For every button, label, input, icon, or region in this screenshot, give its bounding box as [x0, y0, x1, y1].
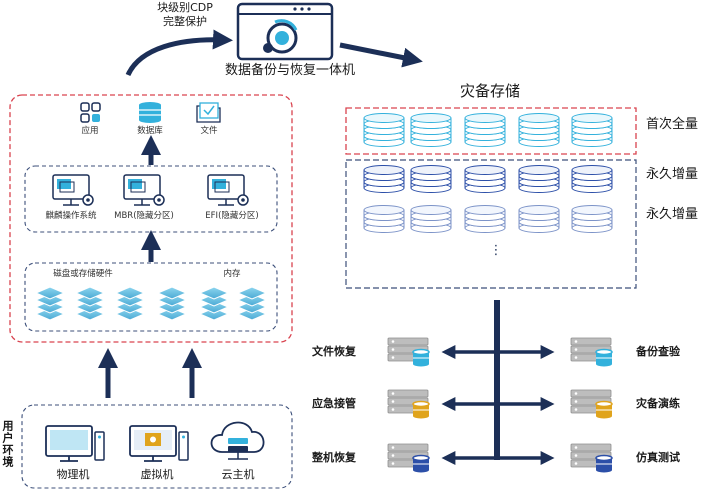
database-icon: [139, 102, 161, 123]
storage-hardware-label: 磁盘或存储硬件: [53, 269, 113, 279]
user-env-label: 用户环境: [1, 420, 14, 468]
mbr-partition-icon: [123, 174, 165, 206]
appliance-label: 数据备份与恢复一体机: [224, 63, 356, 78]
cdp-label-line1: 块级别CDP: [157, 1, 213, 14]
storage-cylinder-icon: [464, 113, 506, 147]
storage-cylinder-icon: [363, 205, 405, 233]
app-label: 应用: [81, 126, 99, 136]
kylin-os-icon: [52, 174, 94, 206]
incremental-label-2: 永久增量: [646, 207, 699, 222]
server-db-icon: [387, 389, 430, 419]
cdp-label-line2: 完整保护: [163, 15, 207, 28]
incremental-label-1: 永久增量: [646, 167, 699, 182]
app-grid-icon: [80, 102, 101, 123]
cloud-host-label: 云主机: [221, 468, 255, 481]
source-env-frame: [9, 94, 293, 343]
server-db-icon: [570, 389, 613, 419]
storage-cylinder-icon: [363, 165, 405, 193]
storage-cylinder-icon: [464, 165, 506, 193]
hardware-layer-frame: [24, 262, 278, 332]
appliance-to-storage-arrow: [339, 42, 423, 68]
memory-label: 内存: [223, 269, 241, 279]
efi-partition-icon: [207, 174, 249, 206]
disk-stack-icon: [156, 286, 188, 321]
virtual-machine-icon: [129, 425, 189, 462]
storage-cylinder-icon: [410, 205, 452, 233]
disk-stack-icon: [236, 286, 268, 321]
physical-machine-label: 物理机: [56, 468, 90, 481]
storage-cylinder-icon: [464, 205, 506, 233]
virtual-machine-label: 虚拟机: [140, 468, 174, 481]
incremental-frame: [345, 159, 637, 289]
database-label: 数据库: [137, 126, 163, 136]
file-restore-label: 文件恢复: [312, 345, 356, 358]
disk-stack-icon: [198, 286, 230, 321]
disk-stack-icon: [114, 286, 146, 321]
dr-storage-title: 灾备存储: [459, 82, 521, 100]
incremental-continuation: ⋮: [489, 243, 503, 258]
server-db-icon: [387, 443, 430, 473]
server-db-icon: [570, 443, 613, 473]
file-label: 文件: [200, 126, 218, 136]
system-layer-frame: [24, 165, 278, 233]
disk-stack-icon: [74, 286, 106, 321]
full-backup-frame: [345, 107, 637, 155]
full-backup-label: 首次全量: [646, 117, 699, 132]
storage-cylinder-icon: [363, 113, 405, 147]
emergency-takeover-label: 应急接管: [312, 397, 356, 410]
folder-file-icon: [196, 102, 221, 123]
efi-label: EFI(隐藏分区): [205, 211, 259, 221]
dr-drill-label: 灾备演练: [636, 397, 680, 410]
server-db-icon: [570, 337, 613, 367]
full-machine-restore-label: 整机恢复: [312, 451, 356, 464]
kylin-os-label: 麒麟操作系统: [45, 211, 97, 221]
disk-stack-icon: [34, 286, 66, 321]
storage-cylinder-icon: [410, 165, 452, 193]
cdp-curve-arrow: [125, 29, 233, 77]
storage-cylinder-icon: [518, 113, 560, 147]
dr-disk-stacks: [363, 113, 613, 233]
storage-cylinder-icon: [518, 205, 560, 233]
storage-cylinder-icon: [571, 205, 613, 233]
storage-cylinder-icon: [571, 113, 613, 147]
server-db-icon: [387, 337, 430, 367]
physical-machine-icon: [45, 425, 105, 462]
cloud-host-icon: [210, 421, 265, 460]
simulation-test-label: 仿真测试: [636, 451, 680, 464]
service-server-icons: [387, 337, 613, 473]
storage-cylinder-icon: [410, 113, 452, 147]
hardware-disk-stacks: [34, 286, 268, 321]
storage-cylinder-icon: [571, 165, 613, 193]
storage-cylinder-icon: [518, 165, 560, 193]
appliance-window-icon: [236, 2, 334, 61]
user-env-frame: [21, 404, 293, 489]
mbr-label: MBR(隐藏分区): [114, 211, 174, 221]
backup-verify-label: 备份查验: [636, 345, 680, 358]
